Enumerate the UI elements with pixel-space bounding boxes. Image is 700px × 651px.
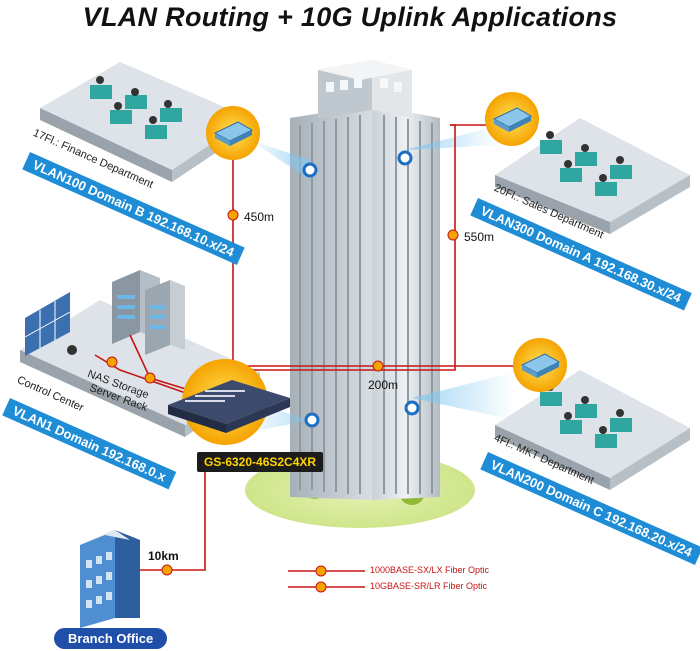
switch-model-label: GS-6320-46S2C4XR <box>197 452 324 472</box>
distance-mkt: 200m <box>368 378 399 392</box>
link-badges <box>106 209 459 576</box>
distance-finance: 450m <box>244 210 275 224</box>
finance-switch <box>206 106 260 160</box>
legend-item-10gbase: 10GBASE-SR/LR Fiber Optic <box>370 581 488 591</box>
badge-sales <box>447 229 459 241</box>
sales-switch <box>485 92 539 146</box>
link-nas <box>94 354 201 399</box>
monitor-wall <box>24 292 71 356</box>
floor-port-control <box>304 412 320 428</box>
floor-port-finance <box>302 162 318 178</box>
badge-mkt <box>372 360 384 372</box>
badge-finance <box>227 209 239 221</box>
branch-office-building <box>80 530 140 628</box>
branch-office-label: Branch Office <box>54 628 168 649</box>
legend-item-1000base: 1000BASE-SX/LX Fiber Optic <box>370 565 490 575</box>
mkt-office-floor <box>495 370 690 490</box>
nas-server-rack <box>112 270 185 355</box>
signal-beam-sales <box>405 125 500 150</box>
page-title: VLAN Routing + 10G Uplink Applications <box>82 2 618 32</box>
legend-badge-1 <box>315 565 327 577</box>
badge-nas-1 <box>106 356 118 368</box>
sales-office-floor <box>495 118 690 234</box>
mkt-switch <box>513 338 567 392</box>
office-tower <box>290 60 440 500</box>
badge-nas-2 <box>144 372 156 384</box>
floor-port-mkt <box>404 400 420 416</box>
legend-badge-2 <box>315 581 327 593</box>
legend-lines <box>288 570 365 588</box>
floor-port-sales <box>397 150 413 166</box>
core-switch <box>168 359 290 445</box>
distance-sales: 550m <box>464 230 495 244</box>
signal-beam-finance <box>250 140 310 180</box>
badge-branch <box>161 564 173 576</box>
signal-beam-mkt <box>412 372 515 420</box>
distance-branch: 10km <box>148 549 179 563</box>
